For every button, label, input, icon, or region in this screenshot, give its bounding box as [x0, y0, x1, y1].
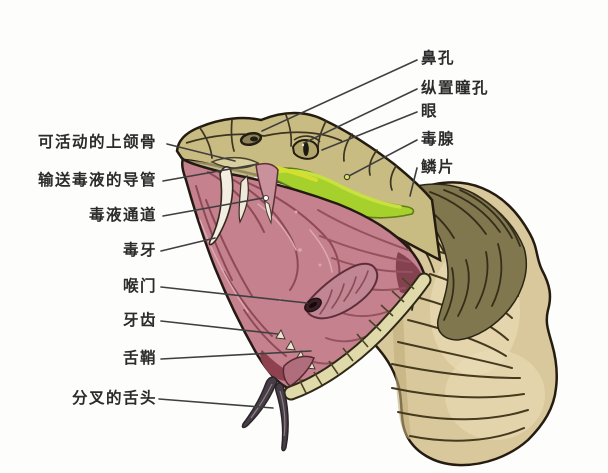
label-teeth: 牙齿	[122, 311, 157, 329]
tongue-sheath-shape	[282, 355, 315, 387]
leader-nostril	[261, 59, 418, 132]
leader-tongue-sheath	[160, 350, 312, 360]
leader-glottis	[160, 286, 308, 304]
label-glottis: 喉门	[122, 277, 157, 295]
leader-venom-gland	[346, 139, 418, 178]
fang-sheath-shape	[255, 162, 279, 221]
label-fang: 毒牙	[122, 241, 157, 259]
leader-teeth	[160, 320, 279, 335]
reserve-fang-shape	[238, 174, 249, 224]
lower-jaw-scale-band	[283, 272, 432, 401]
leader-vertical-pupil	[303, 88, 418, 144]
leader-forked-tongue	[158, 398, 274, 409]
leader-lines	[158, 59, 418, 409]
leader-scales	[409, 167, 418, 197]
label-tongue-sheath: 舌鞘	[122, 349, 157, 367]
label-venom-channel: 毒液通道	[88, 206, 157, 224]
label-venom-gland: 毒腺	[421, 130, 456, 148]
vertical-pupil-shape	[303, 142, 309, 156]
label-nostril: 鼻孔	[421, 49, 456, 67]
label-scales: 鳞片	[421, 158, 456, 176]
label-eye: 眼	[421, 102, 439, 120]
forked-tongue-shape	[241, 376, 289, 452]
label-forked-tongue: 分叉的舌头	[71, 389, 157, 407]
label-venom-delivery-duct: 输送毒液的导管	[37, 171, 157, 189]
label-vertical-pupil: 纵置瞳孔	[421, 79, 490, 97]
eye-shape	[291, 135, 321, 160]
fangs	[208, 162, 279, 246]
nostril-shape	[239, 131, 263, 147]
leader-fang	[160, 237, 216, 252]
glottis-shape	[304, 262, 379, 320]
leader-venom-duct	[162, 163, 259, 182]
leader-eye	[321, 111, 418, 151]
label-movable-maxilla: 可活动的上颌骨	[37, 133, 157, 151]
venom-channel-dot	[263, 195, 269, 201]
leader-movable-maxilla	[166, 143, 236, 162]
leader-venom-channel	[162, 197, 264, 217]
